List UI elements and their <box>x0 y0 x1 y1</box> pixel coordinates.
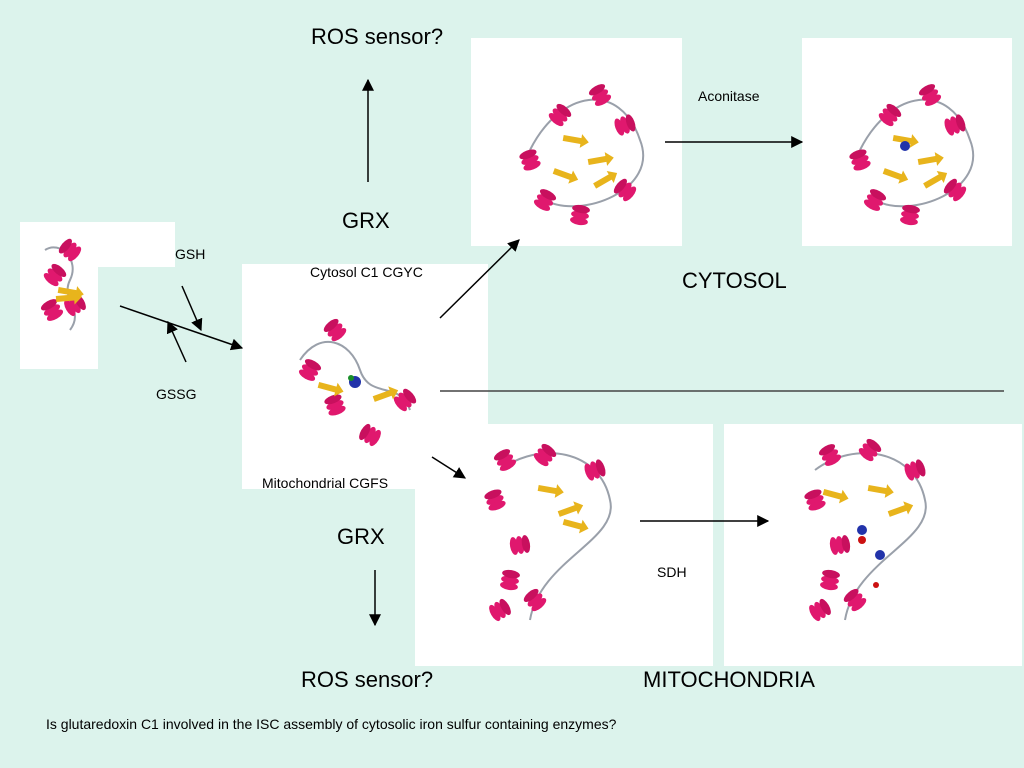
ros-sensor-top-label: ROS sensor? <box>311 24 444 49</box>
grx-apo-structure-panel-top <box>98 222 175 267</box>
mitochondria-compartment-label: MITOCHONDRIA <box>643 667 815 692</box>
grx-apo-structure-panel <box>20 222 98 369</box>
grx-bottom-label: GRX <box>337 524 385 549</box>
sdh-label: SDH <box>657 564 687 580</box>
arrow-to-sdh <box>431 456 467 479</box>
sdh-holo-panel <box>724 424 1022 666</box>
aconitase-apo-protein-icon <box>518 81 644 227</box>
ros-sensor-bottom-label: ROS sensor? <box>301 667 434 692</box>
arrow-gssg-out <box>166 320 187 363</box>
arrow-to-aconitase <box>439 239 520 319</box>
sdh-holo-protein-icon <box>803 436 928 623</box>
arrow-main-reduction <box>119 305 244 351</box>
grx-top-label: GRX <box>342 208 390 233</box>
cytosol-compartment-label: CYTOSOL <box>682 268 787 293</box>
aconitase-holo-protein-icon <box>848 81 974 227</box>
research-question-caption: Is glutaredoxin C1 involved in the ISC a… <box>46 716 617 732</box>
mitochondrial-cgfs-label: Mitochondrial CGFS <box>262 475 389 491</box>
grx-apo-protein-icon <box>39 236 89 331</box>
grx-holo-protein-icon <box>297 316 419 448</box>
arrow-gsh-in <box>181 285 203 332</box>
gssg-label: GSSG <box>156 386 197 402</box>
cytosol-c1-label: Cytosol C1 CGYC <box>310 264 423 280</box>
gsh-label: GSH <box>175 246 206 262</box>
aconitase-label: Aconitase <box>698 88 760 104</box>
sdh-apo-protein-icon <box>483 441 612 623</box>
sdh-apo-panel <box>415 424 713 666</box>
